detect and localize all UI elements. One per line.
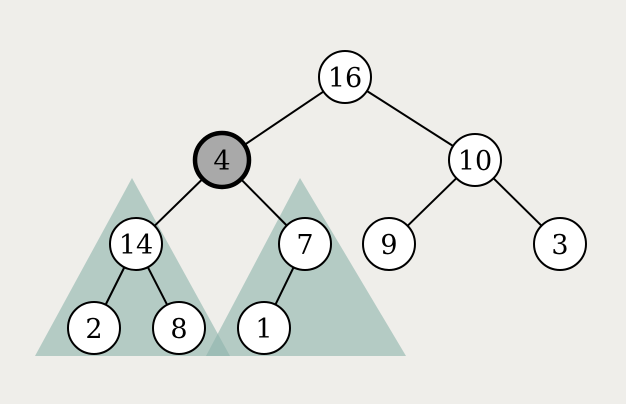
node-14: 14 <box>109 217 163 271</box>
node-label: 14 <box>119 230 153 261</box>
node-4: 4 <box>192 130 252 190</box>
node-10: 10 <box>448 133 502 187</box>
node-circle <box>362 217 416 271</box>
node-circle <box>152 301 206 355</box>
node-circle <box>67 301 121 355</box>
node-7: 7 <box>278 217 332 271</box>
edge-n10-n3 <box>492 177 543 227</box>
node-9: 9 <box>362 217 416 271</box>
node-label: 2 <box>85 314 102 345</box>
node-label: 7 <box>296 230 313 261</box>
node-label: 4 <box>213 146 230 177</box>
node-3: 3 <box>533 217 587 271</box>
edge-n7-n1 <box>274 266 295 306</box>
edge-n14-n2 <box>104 266 126 306</box>
edge-n16-n4 <box>243 90 325 146</box>
node-8: 8 <box>152 301 206 355</box>
node-label: 9 <box>380 230 397 261</box>
tree-nodes: 16 4 10 14 7 9 3 2 <box>67 50 587 355</box>
node-circle <box>318 50 372 104</box>
edge-n16-n10 <box>366 90 454 147</box>
edge-n14-n8 <box>146 266 169 306</box>
node-label: 1 <box>255 314 272 345</box>
node-label: 3 <box>551 230 568 261</box>
node-circle-highlighted <box>192 130 252 190</box>
node-2: 2 <box>67 301 121 355</box>
node-circle <box>448 133 502 187</box>
node-16: 16 <box>318 50 372 104</box>
node-label: 8 <box>170 314 187 345</box>
node-1: 1 <box>237 301 291 355</box>
edge-n4-n14 <box>153 178 204 227</box>
node-label: 10 <box>458 146 492 177</box>
edge-n4-n7 <box>240 178 288 227</box>
node-circle <box>237 301 291 355</box>
node-circle <box>278 217 332 271</box>
tree-edges <box>104 90 543 306</box>
node-circle <box>109 217 163 271</box>
node-circle <box>533 217 587 271</box>
edge-n10-n9 <box>406 177 458 227</box>
node-label: 16 <box>328 63 362 94</box>
